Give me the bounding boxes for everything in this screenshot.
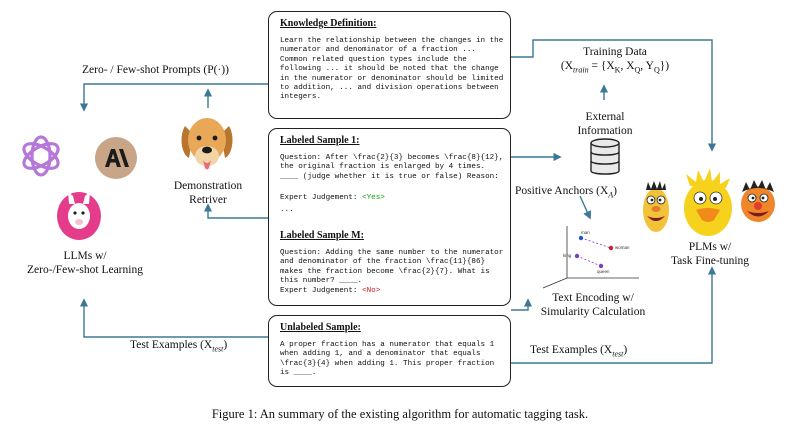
ernie-muppet-icon [741,180,775,222]
arrow-test-to-plms [511,266,717,364]
labeled-sample-1-judgement: Expert Judgement: <Yes> [280,194,385,202]
point-king [574,253,580,259]
judgement-no: <No> [362,287,381,295]
judgement-yes: <Yes> [362,194,385,202]
figure-caption: Figure 1: An summary of the existing alg… [211,407,589,421]
labeled-sample-m-heading: Labeled Sample M: [280,230,364,241]
database-icon [590,138,620,175]
bert-muppet-icon [643,181,669,232]
labeled-sample-m-question: Question: Adding the same number to the … [280,249,508,286]
point-man [578,235,584,241]
arrow-prompts-to-llms [79,83,268,112]
labeled-ellipsis: ... [280,206,294,214]
big-bird-icon [684,168,732,236]
knowledge-definition-box: Knowledge Definition: Learn the relation… [268,11,511,119]
labeled-sample-1-heading: Labeled Sample 1: [280,135,360,146]
llama-logo-icon [57,192,101,240]
labeled-sample-1-question: Question: After \frac{2}{3} becomes \fra… [280,154,508,181]
point-label-woman: woman [615,245,630,250]
point-queen [598,263,604,269]
zero-few-prompts-label: Zero- / Few-shot Prompts (P(·)) [82,64,229,76]
labeled-samples-box: Labeled Sample 1: Question: After \frac{… [268,128,511,306]
arrow-labeled-to-retriver [203,203,268,219]
arrow-knowledge-to-plms [511,39,717,152]
point-label-queen: queen [597,269,610,274]
embedding-space-plot: man woman king queen [542,226,639,289]
point-label-man: man [581,230,590,235]
unlabeled-text: A proper fraction has a numerator that e… [280,341,499,378]
arrow-unlabeled-to-encoding [511,298,533,311]
test-examples-right-label: Test Examples (Xtest) [530,344,628,359]
golden-retriever-icon [181,118,233,170]
test-examples-left-label: Test Examples (Xtest) [130,339,228,354]
knowledge-heading: Knowledge Definition: [280,18,377,29]
knowledge-text: Learn the relationship between the chang… [280,37,508,102]
unlabeled-heading: Unlabeled Sample: [280,322,361,333]
llms-label: LLMs w/Zero-/Few-shot Learning [27,250,143,276]
training-data-label: Training Data (Xtrain = {XK, XQ, YQ}) [560,46,670,75]
point-woman [608,245,614,251]
anthropic-logo-icon [95,137,137,179]
arrow-anchors-to-encoding [579,195,592,220]
unlabeled-sample-box: Unlabeled Sample: A proper fraction has … [268,315,511,387]
positive-anchors-label: Positive Anchors (XA) [515,185,618,200]
text-encoding-label: Text Encoding w/Simularity Calculation [540,292,646,318]
plms-label: PLMs w/Task Fine-tuning [670,241,750,267]
openai-logo-icon [22,135,60,177]
labeled-sample-m-judgement: Expert Judgement: <No> [280,287,381,295]
arrow-test-to-llms [79,298,268,338]
point-label-king: king [563,253,572,258]
